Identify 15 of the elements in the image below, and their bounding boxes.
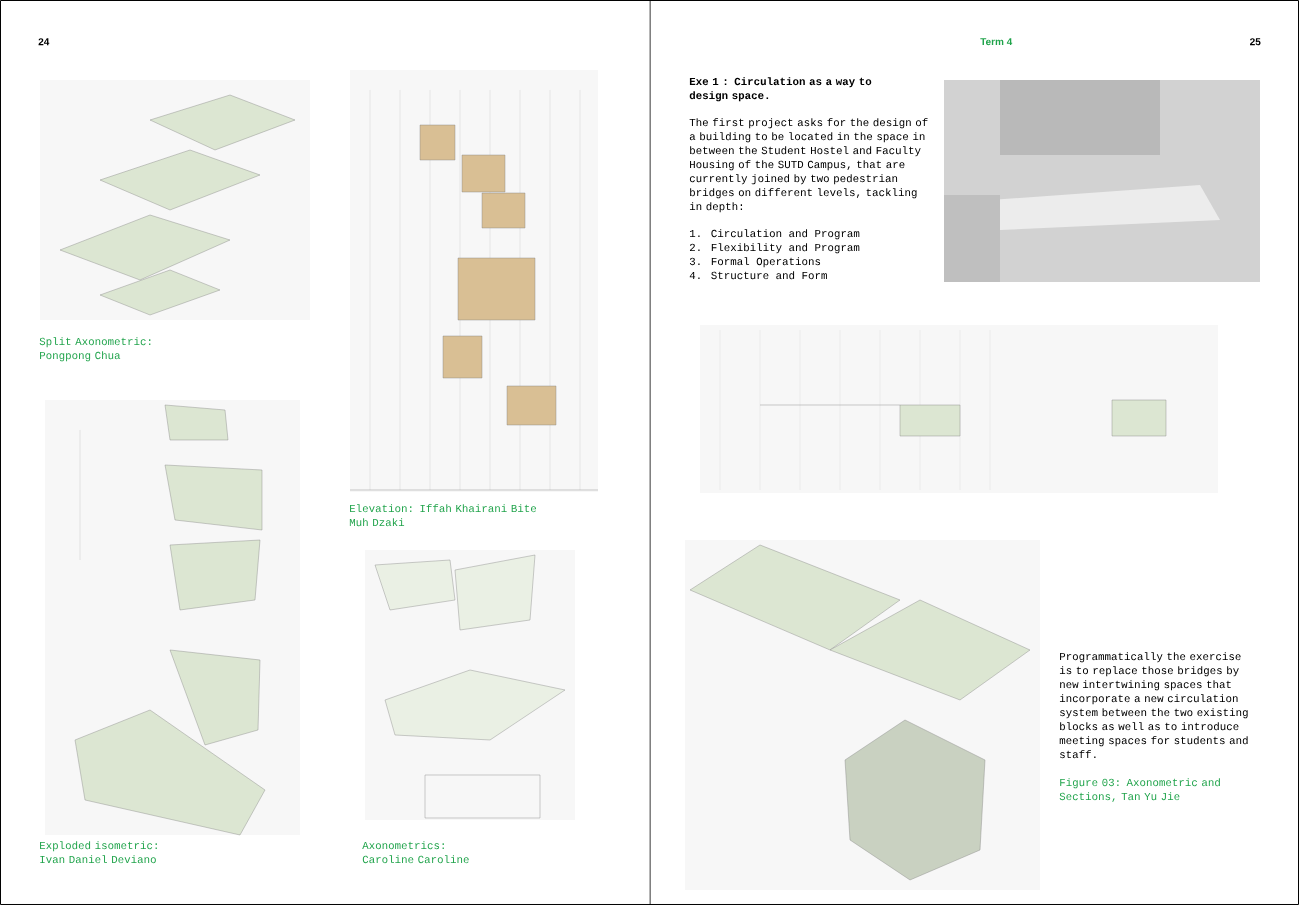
list-item: 4. Structure and Form — [689, 271, 827, 280]
figure-caption: Figure 03: Axonometric and Sections, Tan Yu Jie — [1059, 778, 1220, 802]
list-item: 3. Formal Operations — [689, 257, 821, 268]
list-item: 1. Circulation and Program — [690, 229, 860, 240]
page-number: 25 — [1250, 38, 1261, 46]
figure-caption: Exploded isometric: Ivan Daniel Deviano — [40, 841, 157, 864]
body-paragraph: Programmatically the exercise is to replace those bridges by new intertwining spaces that incorporate a new circulation system between the two existing blocks as well as to introduce meeting spaces for students and staff. — [1059, 652, 1248, 759]
page-number: 24 — [38, 38, 50, 46]
figure-caption: Axonometrics: Caroline Caroline — [362, 841, 469, 864]
list-item: 2. Flexibility and Program — [689, 243, 860, 254]
body-paragraph: The first project asks for the design of a building to be located in the space in between the Student Hostel and Faculty Housing of the SUTD Campus, that are currently joined by two pedestrian bridges on different levels, tackling in depth: — [689, 118, 928, 213]
running-header: Term 4 — [980, 38, 1013, 46]
figure-caption: Elevation: Iffah Khairani Bite Muh Dzaki — [349, 504, 537, 527]
section-heading: Exe 1 : Circulation as a way to design space. — [689, 77, 872, 102]
figure-caption: Split Axonometric: Pongpong Chua — [39, 337, 151, 362]
